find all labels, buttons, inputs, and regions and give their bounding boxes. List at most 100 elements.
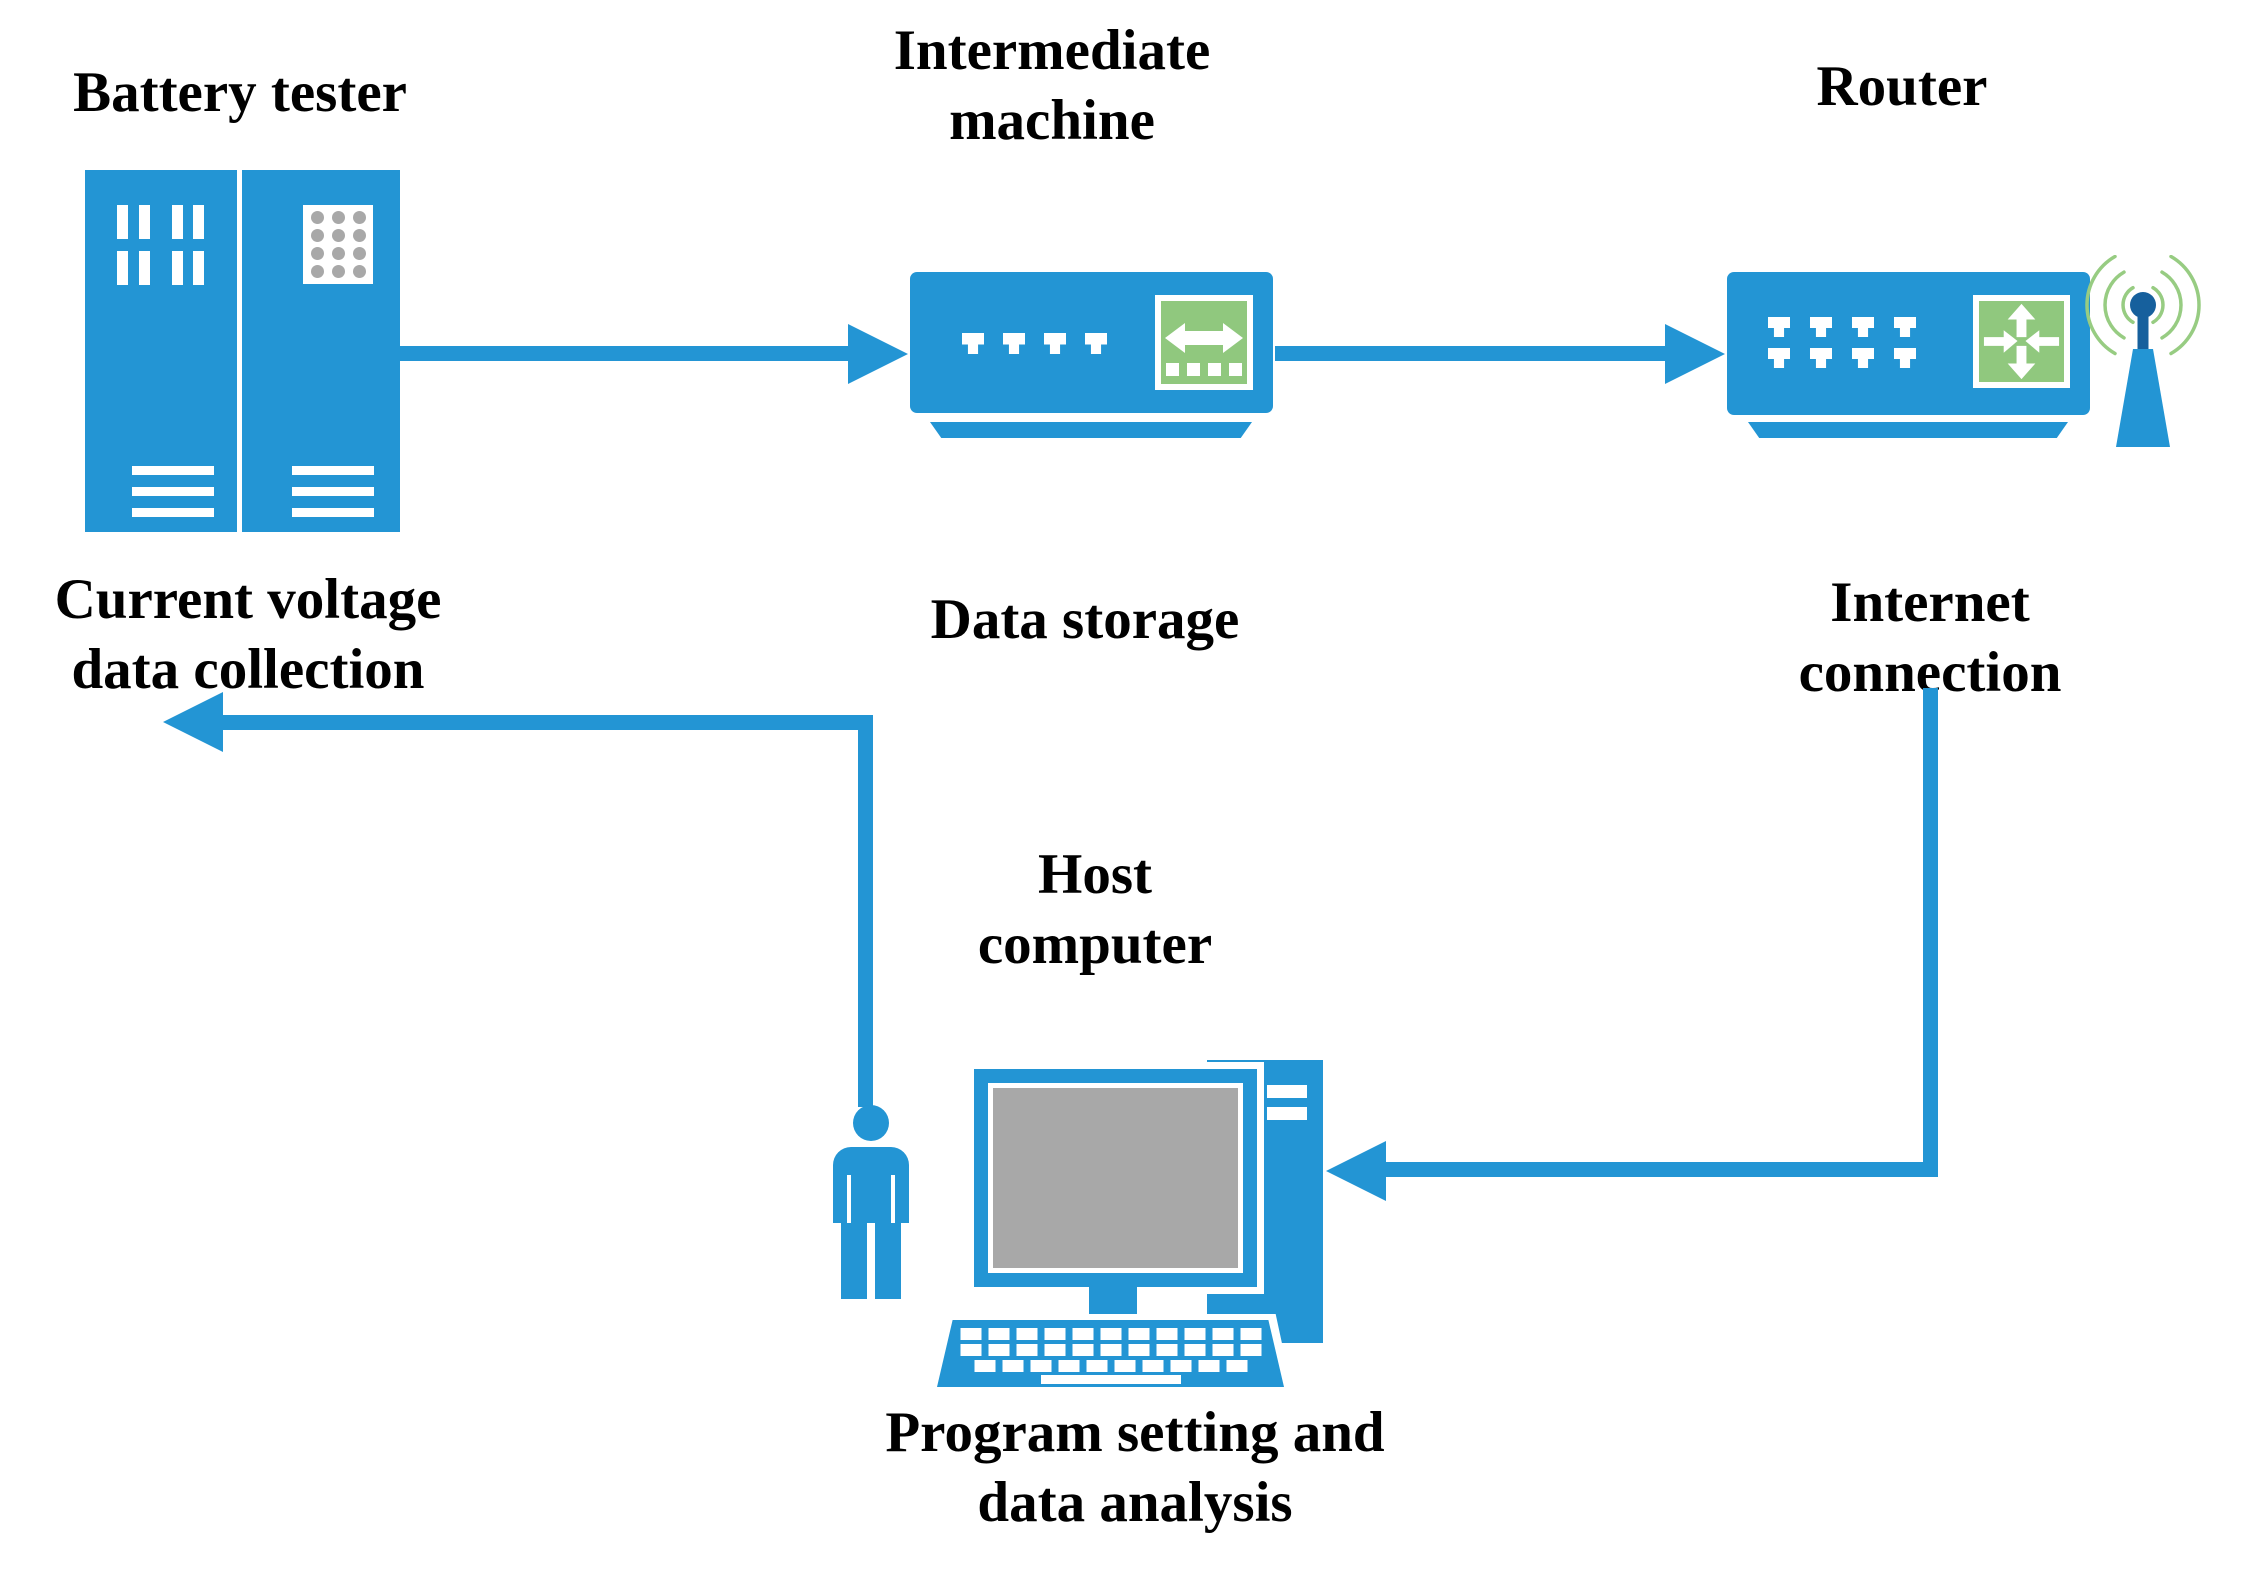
data-storage-label: Data storage [931,585,1240,655]
arrow-shaft [392,346,850,361]
key [1072,1344,1093,1356]
key [1226,1360,1247,1372]
key [1212,1344,1233,1356]
key [1198,1360,1219,1372]
switch-module [1155,295,1253,390]
ethernet-port-icon [1852,317,1874,337]
intermediate-machine-label: Intermediate machine [894,16,1211,156]
slot-bar [193,205,204,239]
user-torso [833,1147,909,1223]
ethernet-port-icon [1003,333,1025,354]
wifi-antenna-icon [2085,255,2201,447]
slot-bar [139,251,150,285]
vent-line [292,466,374,475]
data-storage-label-line: Data storage [930,588,1240,651]
slot-bar [172,205,183,239]
keypad-dot [331,211,345,224]
keypad-dot [331,247,345,260]
keypad-dot [310,211,324,224]
ethernet-port-icon [1852,348,1874,368]
key [1002,1360,1023,1372]
arrow-shaft [1275,346,1667,361]
keypad-dot [310,247,324,260]
key [1128,1344,1149,1356]
key [960,1344,981,1356]
arm-gap [847,1175,851,1223]
internet-connection-label: Internet connection [1799,568,2062,708]
key [1016,1344,1037,1356]
ethernet-port-icon [1768,317,1790,337]
monitor-bezel-gap [988,1083,1243,1273]
internet-connection-label-line1: Internet [1830,571,2030,634]
arrowhead-right-icon [1665,324,1725,384]
key [1072,1328,1093,1340]
wifi-arc [2169,255,2201,356]
key [974,1360,995,1372]
key [1142,1360,1163,1372]
antenna-mast [2116,349,2170,447]
current-voltage-label-line1: Current voltage [54,568,442,631]
host-computer-label-line1: Host [1037,843,1152,906]
ethernet-port-icon [1894,348,1916,368]
wifi-arc [2085,255,2117,356]
drive-slot [1267,1085,1307,1098]
router-label-line: Router [1816,55,1988,118]
key [960,1328,981,1340]
wifi-arc [2160,270,2183,340]
vent-line [292,508,374,517]
keypad-dot [310,265,324,278]
monitor-icon [974,1069,1257,1287]
vent-line [132,508,214,517]
vent-group [132,466,214,529]
ethernet-port-icon [1810,317,1832,337]
slot-bar [117,251,128,285]
port-row [1768,348,1916,368]
slot-row [117,251,204,285]
key [1128,1328,1149,1340]
keypad-dot [352,247,366,260]
slot-bar [117,205,128,239]
user-leg [841,1223,867,1299]
key [1240,1328,1261,1340]
keypad-dot [331,265,345,278]
double-arrow-icon [1165,323,1243,376]
key [1016,1328,1037,1340]
ethernet-port-icon [1044,333,1066,354]
current-voltage-label-line2: data collection [71,638,425,701]
ethernet-port-icon [1810,348,1832,368]
slot-bar [172,251,183,285]
router-body [1727,272,2090,415]
program-setting-label: Program setting and data analysis [885,1398,1384,1538]
key [1114,1360,1135,1372]
current-voltage-label: Current voltage data collection [55,565,442,705]
battery-right-panel [242,170,400,532]
program-setting-label-line1: Program setting and [885,1401,1385,1464]
keypad-icon [303,205,373,284]
key [1212,1328,1233,1340]
host-computer-label: Host computer [978,840,1212,980]
intermediate-machine-label-line2: machine [949,89,1155,152]
battery-tester-label-line: Battery tester [73,61,407,124]
key [1156,1344,1177,1356]
monitor-screen [993,1088,1238,1268]
arm-gap [891,1175,895,1223]
key [988,1328,1009,1340]
wifi-arc [2151,285,2165,325]
key [1044,1328,1065,1340]
arrowhead-left-icon [1326,1141,1386,1201]
ethernet-port-icon [962,333,984,354]
wifi-arc [2103,270,2126,340]
key [1240,1344,1261,1356]
device-base [930,422,1252,438]
port-row [1768,317,1916,337]
user-leg [875,1223,901,1299]
port-row [962,333,1107,354]
switch-body [910,272,1273,413]
vent-group [292,466,374,529]
battery-left-panel [85,170,237,532]
intermediate-machine-label-line1: Intermediate [893,19,1211,82]
ethernet-port-icon [1894,317,1916,337]
host-computer-label-line2: computer [977,913,1213,976]
battery-tester-label: Battery tester [73,58,407,128]
